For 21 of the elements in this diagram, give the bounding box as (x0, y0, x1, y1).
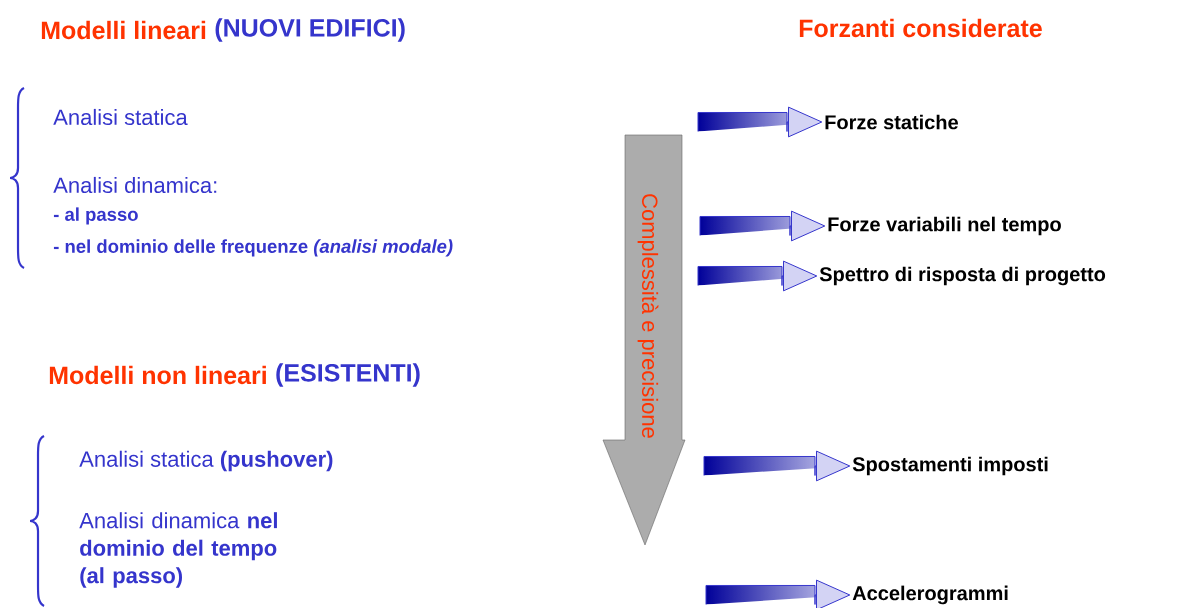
body-text: Analisi statica (pushover) (79, 450, 333, 472)
block-arrow (703, 450, 851, 482)
heading-text: (NUOVI EDIFICI) (215, 18, 405, 42)
body-text: - al passo (53, 207, 138, 225)
block-arrow (699, 210, 826, 242)
force-label: Accelerogrammi (852, 585, 1008, 605)
force-label: Spettro di risposta di progetto (819, 266, 1106, 286)
heading-text: Modelli non lineari (49, 365, 266, 385)
body-text: - nel dominio delle frequenze (analisi modale) (53, 239, 453, 257)
block-arrow (705, 579, 851, 608)
body-text: Analisi dinamica nel dominio del tempo (al passo) (79, 512, 277, 588)
heading-text: Modelli lineari (41, 20, 206, 40)
force-label: Forze statiche (825, 114, 958, 130)
body-text: Analisi statica (53, 108, 188, 126)
heading-text: (ESISTENTI) (276, 363, 420, 387)
body-text: Analisi dinamica: (53, 176, 217, 194)
heading-text: Forzanti considerate (799, 18, 1042, 38)
block-arrow (697, 106, 823, 138)
force-label: Forze variabili nel tempo (828, 216, 1061, 236)
block-arrow (697, 260, 818, 292)
force-label: Spostamenti imposti (852, 456, 1048, 476)
